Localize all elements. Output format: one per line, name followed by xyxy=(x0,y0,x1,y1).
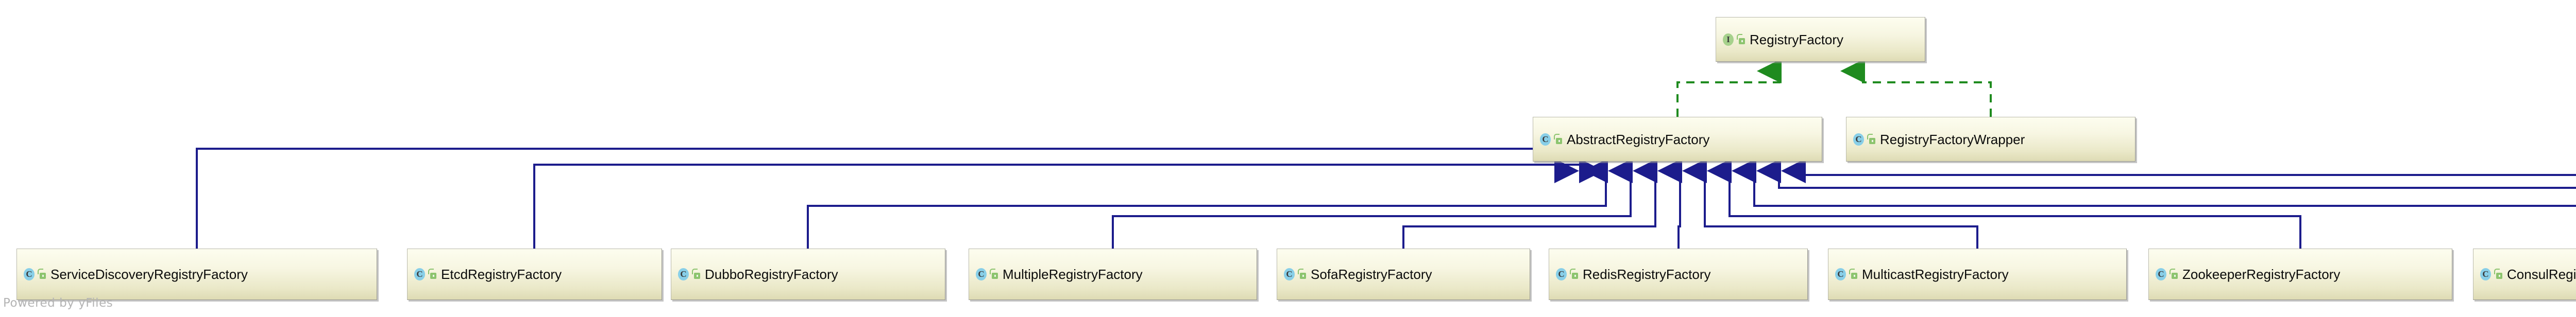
uml-node-label: SofaRegistryFactory xyxy=(1311,267,1432,282)
implements-edges xyxy=(1676,59,1992,117)
class-icon-glyph: C xyxy=(26,269,32,279)
uml-node-label: ZookeeperRegistryFactory xyxy=(2182,267,2341,282)
unlocked-icon xyxy=(989,269,998,280)
class-icon-glyph: C xyxy=(1855,134,1862,144)
unlocked-icon xyxy=(1736,33,1745,45)
uml-node-registryfactory[interactable]: I RegistryFactory xyxy=(1716,17,1925,62)
unlocked-icon xyxy=(2494,269,2502,280)
class-icon: C xyxy=(1283,267,1296,282)
uml-node-label: RegistryFactoryWrapper xyxy=(1880,131,2025,147)
class-icon-glyph: C xyxy=(1286,269,1293,279)
class-icon-glyph: C xyxy=(2482,269,2489,279)
unlocked-icon xyxy=(1849,269,1857,280)
unlocked-icon xyxy=(2169,269,2178,280)
uml-node-label: RedisRegistryFactory xyxy=(1583,267,1711,282)
class-icon: C xyxy=(413,267,426,282)
edge-zookeeperregistryfactory-extends-abstractregistryfactory xyxy=(1707,158,2301,249)
class-icon: C xyxy=(1852,132,1865,147)
uml-node-label: ServiceDiscoveryRegistryFactory xyxy=(50,267,248,282)
unlocked-icon xyxy=(1867,133,1875,145)
edge-abstractregistryfactory-implements-registryfactory xyxy=(1676,59,1782,117)
edge-consulregistryfactory-extends-abstractregistryfactory xyxy=(1732,158,2576,207)
uml-node-redisregistryfactory[interactable]: C RedisRegistryFactory xyxy=(1549,249,1808,300)
edge-etcdregistryfactory-extends-abstractregistryfactory xyxy=(533,158,1604,249)
unlocked-icon xyxy=(1553,133,1562,145)
class-icon: C xyxy=(2155,267,2167,282)
class-icon: C xyxy=(1555,267,1568,282)
uml-node-zookeeperregistryfactory[interactable]: C ZookeeperRegistryFactory xyxy=(2148,249,2452,300)
class-icon-glyph: C xyxy=(2158,269,2164,279)
edge-registryfactorywrapper-implements-registryfactory xyxy=(1840,59,1992,117)
class-icon: C xyxy=(975,267,988,282)
uml-node-label: MulticastRegistryFactory xyxy=(1862,267,2009,282)
uml-node-label: ConsulRegistryFactory xyxy=(2507,267,2576,282)
unlocked-icon xyxy=(37,269,46,280)
uml-node-etcdregistryfactory[interactable]: C EtcdRegistryFactory xyxy=(407,249,662,300)
edge-multicastregistryfactory-extends-abstractregistryfactory xyxy=(1682,158,1978,249)
unlocked-icon xyxy=(1297,269,1306,280)
uml-node-multicastregistryfactory[interactable]: C MulticastRegistryFactory xyxy=(1828,249,2127,300)
uml-node-label: DubboRegistryFactory xyxy=(705,267,838,282)
class-icon: C xyxy=(1834,267,1847,282)
edge-dubboregistryfactory-extends-abstractregistryfactory xyxy=(807,158,1608,249)
uml-node-multipleregistryfactory[interactable]: C MultipleRegistryFactory xyxy=(969,249,1257,300)
class-icon: C xyxy=(677,267,690,282)
uml-node-sofaregistryfactory[interactable]: C SofaRegistryFactory xyxy=(1277,249,1530,300)
uml-node-dubboregistryfactory[interactable]: C DubboRegistryFactory xyxy=(671,249,945,300)
unlocked-icon xyxy=(1569,269,1578,280)
edge-sofaregistryfactory-extends-abstractregistryfactory xyxy=(1402,158,1657,249)
uml-node-registryfactorywrapper[interactable]: C RegistryFactoryWrapper xyxy=(1846,117,2136,162)
uml-node-label: RegistryFactory xyxy=(1750,31,1844,47)
class-icon-glyph: C xyxy=(416,269,423,279)
uml-node-label: EtcdRegistryFactory xyxy=(441,267,562,282)
edge-abstractregistryfactory-deprecated-extends-abstractregistryfactory xyxy=(1756,158,2576,189)
class-icon-glyph: C xyxy=(1837,269,1844,279)
edge-redisregistryfactory-extends-abstractregistryfactory xyxy=(1657,158,1682,249)
uml-node-servicediscoveryregistryfactory[interactable]: C ServiceDiscoveryRegistryFactory xyxy=(16,249,377,300)
interface-icon: I xyxy=(1722,32,1735,47)
class-icon: C xyxy=(23,267,36,282)
extends-edges xyxy=(196,148,2576,249)
interface-icon-glyph: I xyxy=(1726,34,1730,44)
unlocked-icon xyxy=(428,269,436,280)
uml-node-label: MultipleRegistryFactory xyxy=(1003,267,1143,282)
edge-servicediscoveryregistryfactory-extends-abstractregistryfactory xyxy=(196,148,1579,249)
class-icon-glyph: C xyxy=(978,269,985,279)
uml-node-abstractregistryfactory[interactable]: C AbstractRegistryFactory xyxy=(1533,117,1822,162)
class-icon-glyph: C xyxy=(1542,134,1549,144)
edge-nacosregistryfactory-extends-abstractregistryfactory xyxy=(1781,158,2576,183)
class-icon: C xyxy=(2479,267,2492,282)
class-icon-glyph: C xyxy=(1558,269,1565,279)
uml-node-label: AbstractRegistryFactory xyxy=(1567,131,1710,147)
edge-multipleregistryfactory-extends-abstractregistryfactory xyxy=(1112,158,1633,249)
unlocked-icon xyxy=(691,269,700,280)
uml-node-consulregistryfactory[interactable]: C ConsulRegistryFactory xyxy=(2473,249,2576,300)
class-icon: C xyxy=(1539,132,1552,147)
yfiles-credit-label: Powered by yFiles xyxy=(3,296,113,310)
class-icon-glyph: C xyxy=(680,269,687,279)
